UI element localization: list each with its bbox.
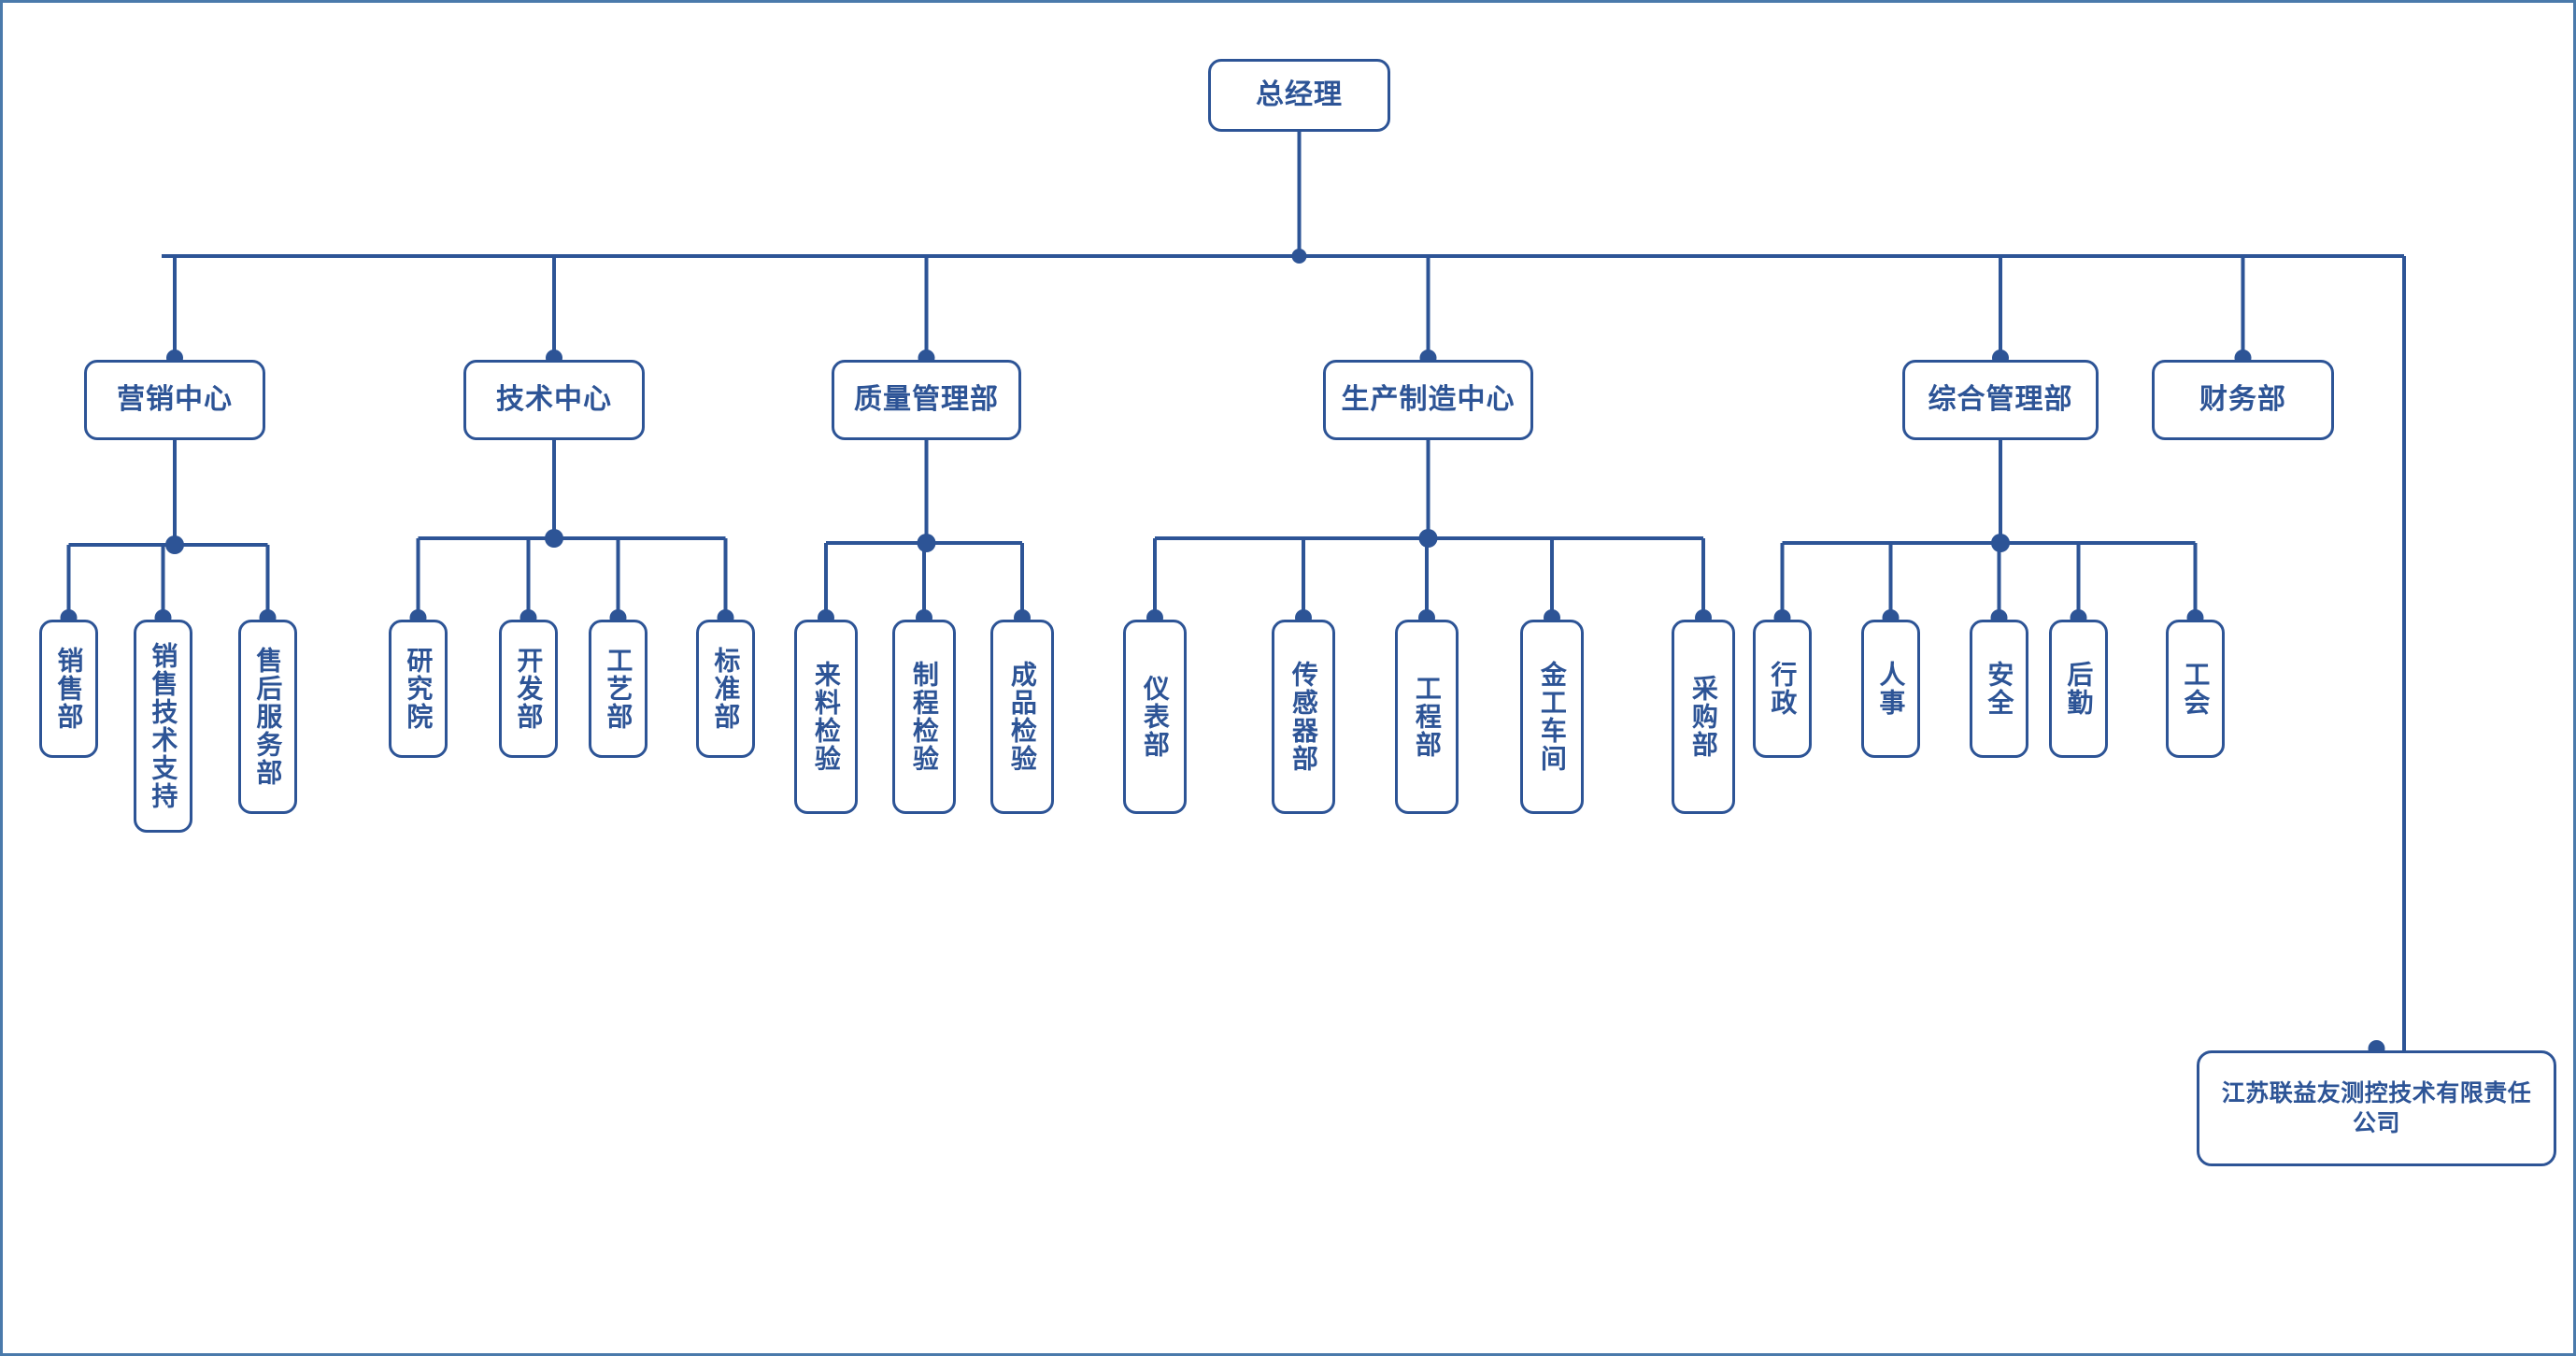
org-node-leaf-3-3[interactable]: 金工车间 [1520, 620, 1584, 814]
org-node-leaf-2-1[interactable]: 制程检验 [892, 620, 956, 814]
org-node-leaf-1-3[interactable]: 标准部 [696, 620, 755, 758]
org-node-leaf-1-1[interactable]: 开发部 [499, 620, 558, 758]
org-node-division-3[interactable]: 生产制造中心 [1323, 360, 1533, 440]
org-node-leaf-2-2[interactable]: 成品检验 [990, 620, 1054, 814]
org-node-leaf-0-2[interactable]: 售后服务部 [238, 620, 297, 814]
org-node-division-0[interactable]: 营销中心 [84, 360, 265, 440]
org-node-leaf-4-2[interactable]: 安全 [1970, 620, 2028, 758]
org-node-leaf-3-4[interactable]: 采购部 [1672, 620, 1735, 814]
org-node-leaf-4-1[interactable]: 人事 [1861, 620, 1920, 758]
org-node-leaf-2-0[interactable]: 来料检验 [794, 620, 858, 814]
org-node-leaf-3-1[interactable]: 传感器部 [1272, 620, 1335, 814]
org-node-leaf-1-2[interactable]: 工艺部 [589, 620, 648, 758]
org-node-division-1[interactable]: 技术中心 [463, 360, 645, 440]
org-node-division-5[interactable]: 财务部 [2152, 360, 2334, 440]
org-node-leaf-0-1[interactable]: 销售技术支持 [134, 620, 192, 833]
org-node-leaf-4-4[interactable]: 工会 [2166, 620, 2225, 758]
org-node-leaf-1-0[interactable]: 研究院 [389, 620, 448, 758]
org-node-company[interactable]: 江苏联益友测控技术有限责任公司 [2197, 1050, 2556, 1166]
org-node-leaf-3-0[interactable]: 仪表部 [1123, 620, 1187, 814]
org-node-root[interactable]: 总经理 [1208, 59, 1390, 132]
org-node-leaf-4-0[interactable]: 行政 [1753, 620, 1812, 758]
org-node-leaf-0-0[interactable]: 销售部 [39, 620, 98, 758]
org-node-leaf-3-2[interactable]: 工程部 [1395, 620, 1459, 814]
org-node-division-2[interactable]: 质量管理部 [832, 360, 1021, 440]
org-node-division-4[interactable]: 综合管理部 [1902, 360, 2099, 440]
org-node-leaf-4-3[interactable]: 后勤 [2049, 620, 2108, 758]
